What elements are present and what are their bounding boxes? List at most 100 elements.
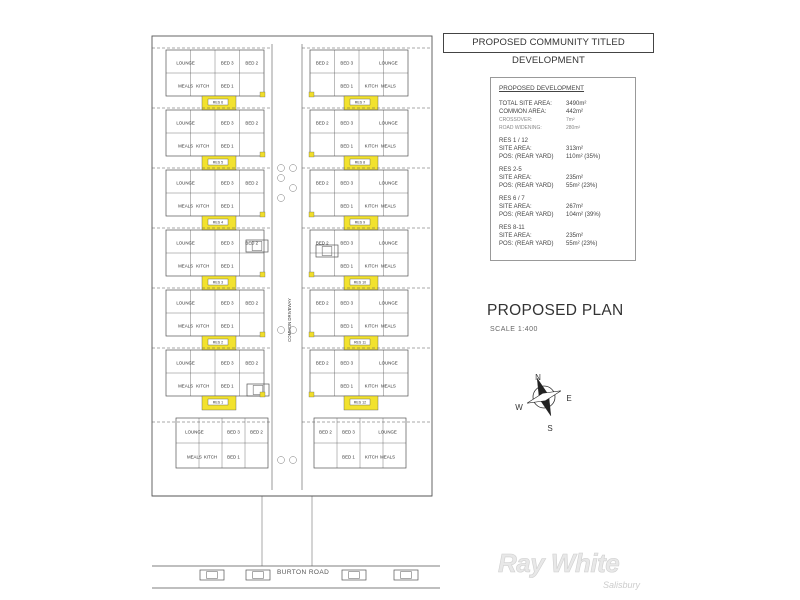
development-row-value: 280m² <box>566 125 581 131</box>
plan-title: PROPOSED PLAN <box>487 302 624 319</box>
parked-car <box>245 239 269 253</box>
room-label-bed1: BED 1 <box>221 203 234 208</box>
res-label-box <box>207 218 229 226</box>
room-label-kitch: KITCH <box>196 143 209 148</box>
development-row-key: RES 2-5 <box>499 167 522 173</box>
tree-symbol <box>277 164 285 172</box>
development-row: RES 6 / 7 <box>499 195 627 203</box>
room-label-kitch: KITCH <box>365 383 378 388</box>
development-row: COMMON AREA: 442m² <box>499 108 627 116</box>
development-row-value: 267m² <box>566 204 584 210</box>
compass-w: W <box>515 403 523 412</box>
development-row: POS: (REAR YARD)55m² (23%) <box>499 240 627 248</box>
development-row-value <box>566 166 627 174</box>
development-row-key: POS: (REAR YARD) <box>499 241 554 247</box>
room-label-lounge: LOUNGE <box>176 60 195 65</box>
development-row: CROSSOVER: 7m² <box>499 116 627 124</box>
room-label-lounge: LOUNGE <box>379 180 398 185</box>
room-label-kitch: KITCH <box>365 203 378 208</box>
car-cabin <box>400 571 412 579</box>
development-row: POS: (REAR YARD)110m² (35%) <box>499 153 627 161</box>
room-label-bed1: BED 1 <box>221 83 234 88</box>
room-label-bed3: BED 3 <box>340 240 353 245</box>
res-label-box <box>207 398 229 406</box>
room-label-kitch: KITCH <box>365 83 378 88</box>
room-label-bed3: BED 3 <box>340 300 353 305</box>
car-cabin <box>251 241 263 251</box>
road-car <box>245 569 271 581</box>
road-car <box>341 569 367 581</box>
room-label-meals: MEALS <box>178 323 193 328</box>
development-row-value <box>566 224 627 232</box>
development-row: POS: (REAR YARD)55m² (23%) <box>499 182 627 190</box>
room-label-meals: MEALS <box>381 143 396 148</box>
res-label-box <box>207 338 229 346</box>
car-cabin <box>348 571 360 579</box>
development-row-key: ROAD WIDENING: <box>499 125 542 131</box>
logo-sub-text: Salisbury <box>602 580 640 590</box>
accent-square <box>259 391 266 398</box>
development-row-value <box>566 137 627 145</box>
room-label-lounge: LOUNGE <box>176 180 195 185</box>
development-row: SITE AREA: 267m² <box>499 203 627 211</box>
development-row: TOTAL SITE AREA:3490m² <box>499 100 627 108</box>
room-label-meals: MEALS <box>178 203 193 208</box>
room-label-bed1: BED 1 <box>221 263 234 268</box>
logo-main-text: Ray White <box>498 548 620 579</box>
development-row-value: 7m² <box>566 117 575 123</box>
room-label-bed1: BED 1 <box>221 383 234 388</box>
parked-car <box>315 244 339 258</box>
plan-scale: SCALE 1:400 <box>490 326 538 333</box>
development-row: SITE AREA:235m² <box>499 232 627 240</box>
room-label-bed3: BED 3 <box>340 120 353 125</box>
compass-ring <box>532 385 556 409</box>
room-label-bed3: BED 3 <box>340 180 353 185</box>
room-label-bed1: BED 1 <box>340 203 353 208</box>
room-label-bed3: BED 3 <box>340 60 353 65</box>
res-label: RES 6 <box>213 101 223 105</box>
room-label-meals: MEALS <box>178 83 193 88</box>
tree-symbol <box>289 164 297 172</box>
room-label-kitch: KITCH <box>365 263 378 268</box>
room-label-lounge: LOUNGE <box>176 360 195 365</box>
development-row-value: 442m² <box>566 109 584 115</box>
development-row: SITE AREA:235m² <box>499 174 627 182</box>
accent-square <box>308 211 315 218</box>
development-row-key: CROSSOVER: <box>499 117 533 123</box>
tree-symbol <box>277 456 285 464</box>
room-label-lounge: LOUNGE <box>379 60 398 65</box>
room-label-lounge: LOUNGE <box>176 120 195 125</box>
room-label-kitch: KITCH <box>196 323 209 328</box>
room-label-bed2: BED 2 <box>245 240 258 245</box>
car-cabin <box>252 571 264 579</box>
tree-symbol <box>289 326 297 334</box>
res-label: RES 1 <box>213 401 223 405</box>
ray-white-logo: Ray White Salisbury <box>498 548 648 592</box>
compass-n: N <box>535 373 541 382</box>
development-row: POS: (REAR YARD)104m² (39%) <box>499 211 627 219</box>
development-row-key: COMMON AREA: <box>499 109 547 115</box>
compass-e: E <box>566 394 571 403</box>
room-label-bed1: BED 1 <box>340 323 353 328</box>
room-label-lounge: LOUNGE <box>185 430 204 435</box>
development-row-value: 3490m² <box>566 101 587 107</box>
room-label-bed3: BED 3 <box>221 120 234 125</box>
res-label: RES 9 <box>355 221 365 225</box>
development-row-key: RES 6 / 7 <box>499 196 525 202</box>
room-label-meals: MEALS <box>178 143 193 148</box>
res-label-box <box>349 158 371 166</box>
res-label: RES 12 <box>354 401 366 405</box>
room-label-lounge: LOUNGE <box>379 300 398 305</box>
room-label-bed1: BED 1 <box>221 323 234 328</box>
room-label-kitch: KITCH <box>196 263 209 268</box>
room-label-kitch: KITCH <box>196 383 209 388</box>
road-car <box>199 569 225 581</box>
room-label-bed2: BED 2 <box>319 430 332 435</box>
room-label-bed1: BED 1 <box>340 383 353 388</box>
room-label-bed2: BED 2 <box>245 60 258 65</box>
room-label-bed2: BED 2 <box>250 430 263 435</box>
development-row: ROAD WIDENING: 280m² <box>499 124 627 132</box>
development-row-key: SITE AREA: <box>499 204 532 210</box>
room-label-meals: MEALS <box>381 203 396 208</box>
